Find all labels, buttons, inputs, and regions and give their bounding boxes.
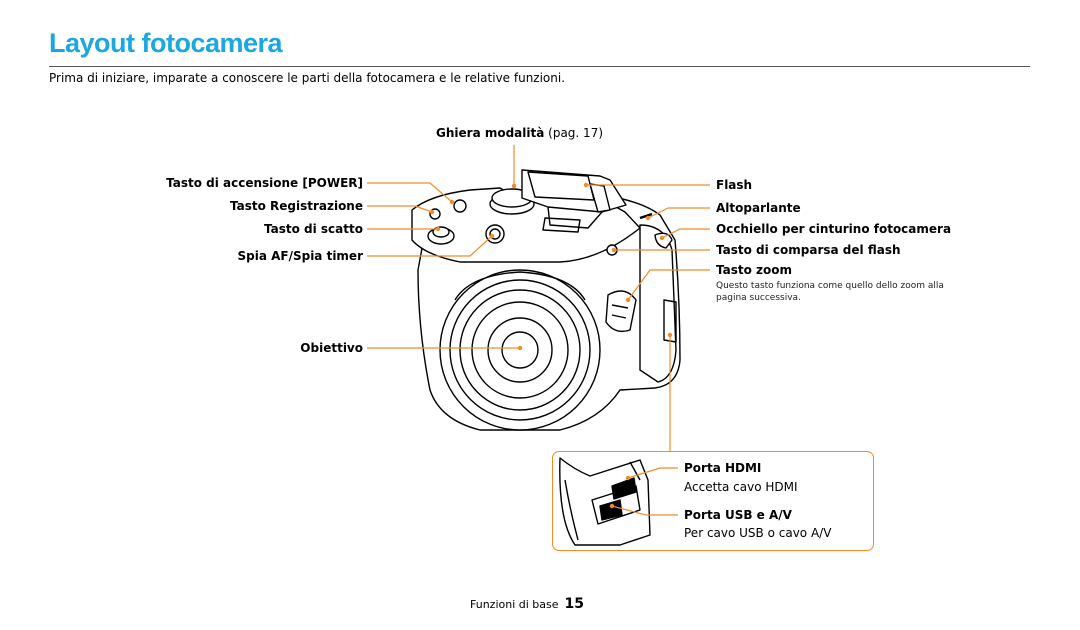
- label-ghiera-modalita: Ghiera modalità (pag. 17): [436, 126, 604, 140]
- page-footer: Funzioni di base 15: [470, 596, 584, 612]
- label-zoom-button: Tasto zoom: [716, 263, 793, 277]
- label-power-button: Tasto di accensione [POWER]: [166, 176, 363, 190]
- intro-text: Prima di iniziare, imparate a conoscere …: [49, 71, 566, 85]
- page-title: Layout fotocamera: [49, 28, 283, 58]
- label-shutter-button: Tasto di scatto: [264, 222, 363, 236]
- ports-inset-frame: [552, 451, 874, 551]
- label-hdmi-port: Porta HDMI: [684, 461, 762, 475]
- zoom-rocker-drawing: [605, 290, 637, 333]
- power-button-drawing: [453, 199, 467, 213]
- label-af-lamp: Spia AF/Spia timer: [237, 249, 363, 263]
- zoom-button-description: Questo tasto funziona come quello dello …: [716, 281, 944, 303]
- usb-av-port-description: Per cavo USB o cavo A/V: [684, 526, 832, 540]
- label-usb-av-port: Porta USB e A/V: [684, 508, 792, 522]
- footer-section: Funzioni di base: [470, 598, 559, 611]
- label-strap-eyelet: Occhiello per cinturino fotocamera: [716, 222, 952, 236]
- page-number: 15: [564, 596, 584, 612]
- camera-grip: [639, 224, 677, 383]
- title-divider: [49, 66, 1030, 67]
- label-record-button: Tasto Registrazione: [229, 199, 363, 213]
- hdmi-port-description: Accetta cavo HDMI: [684, 480, 798, 494]
- label-flash: Flash: [716, 178, 753, 192]
- label-lens: Obiettivo: [300, 341, 363, 355]
- label-speaker: Altoparlante: [716, 201, 801, 215]
- label-flash-popup-button: Tasto di comparsa del flash: [716, 243, 901, 257]
